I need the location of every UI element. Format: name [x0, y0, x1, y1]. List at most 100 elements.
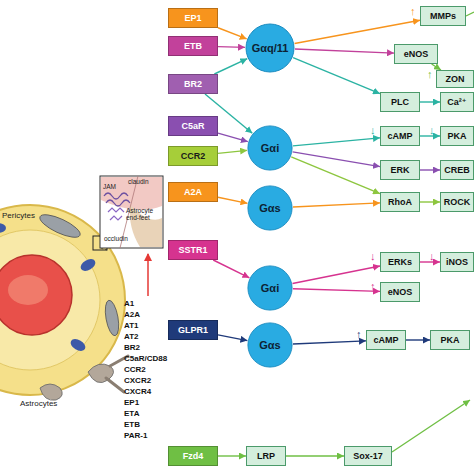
g-protein-circle: Gαi	[247, 265, 293, 311]
signal-arrow	[218, 133, 248, 142]
signal-arrow	[286, 455, 344, 456]
receptor-box: SSTR1	[168, 240, 218, 260]
node-text: PKA	[440, 336, 459, 345]
node-text: ZON	[446, 75, 465, 84]
node-text: SSTR1	[178, 246, 207, 255]
node-text: EP1	[184, 14, 201, 23]
signal-arrow	[293, 289, 380, 292]
node-text: RhoA	[388, 198, 412, 207]
receptor-box: EP1	[168, 8, 218, 28]
signal-arrow	[420, 169, 440, 170]
signal-arrow	[420, 101, 440, 102]
receptor-box: Fzd4	[168, 446, 218, 466]
node-text: Sox-17	[353, 452, 383, 461]
receptor-box: BR2	[168, 74, 218, 94]
structure-label: Pericytes	[2, 212, 35, 220]
receptor-list-item: CXCR4	[124, 388, 151, 396]
receptor-list-item: AT1	[124, 322, 139, 330]
change-arrow: ↑	[427, 69, 433, 81]
receptor-list-item: CXCR2	[124, 377, 151, 385]
effector-box: eNOS	[380, 282, 420, 302]
node-text: eNOS	[404, 50, 429, 59]
signal-arrow	[420, 201, 440, 202]
signal-arrow	[293, 341, 366, 344]
node-text: ROCK	[444, 198, 471, 207]
effector-box: PLC	[380, 92, 420, 112]
node-text: PLC	[391, 98, 409, 107]
effector-box: RhoA	[380, 192, 420, 212]
change-arrow: ↑	[370, 281, 376, 293]
signal-arrow	[218, 46, 245, 48]
receptor-box: A2A	[168, 182, 218, 202]
receptor-list-item: PAR-1	[124, 432, 147, 440]
receptor-box: C5aR	[168, 116, 218, 136]
receptor-list-item: AT2	[124, 333, 139, 341]
signal-arrow	[406, 339, 430, 340]
g-protein-circle: Gαs	[247, 322, 293, 368]
g-protein-circle: Gαq/11	[245, 23, 295, 73]
signal-arrow	[293, 58, 380, 94]
effector-box: Ca²⁺	[440, 92, 474, 112]
receptor-list-item: ETA	[124, 410, 139, 418]
node-text: MMPs	[430, 12, 456, 21]
signal-arrow	[293, 266, 380, 283]
node-text: Ca²⁺	[447, 98, 466, 107]
signal-arrow	[295, 49, 394, 53]
receptor-list-item: C5aR/CD88	[124, 355, 167, 363]
node-text: Gαi	[261, 283, 279, 294]
outgoing-line	[466, 12, 474, 16]
structure-label: Astrocytes	[20, 400, 57, 408]
structure-label: JAM	[103, 184, 116, 191]
effector-box: CREB	[440, 160, 474, 180]
node-text: BR2	[184, 80, 202, 89]
node-text: Gαi	[261, 143, 279, 154]
node-text: ERK	[390, 166, 409, 175]
effector-box: Sox-17	[344, 446, 392, 466]
node-text: cAMP	[387, 132, 412, 141]
g-protein-circle: Gαs	[247, 185, 293, 231]
effector-box: ZON	[436, 70, 474, 88]
pointer-arrow	[147, 254, 149, 296]
node-text: Gαs	[259, 203, 280, 214]
structure-label: occludin	[104, 236, 128, 243]
node-text: A2A	[184, 188, 202, 197]
node-text: Gαs	[259, 340, 280, 351]
structure-label: claudin	[128, 179, 149, 186]
receptor-list-item: EP1	[124, 399, 139, 407]
effector-box: PKA	[440, 126, 474, 146]
change-arrow: ↓	[370, 125, 376, 137]
node-text: C5aR	[181, 122, 204, 131]
change-arrow: ↓	[370, 251, 376, 263]
node-text: Fzd4	[183, 452, 204, 461]
effector-box: cAMP	[366, 330, 406, 350]
receptor-list-item: ETB	[124, 421, 140, 429]
effector-box: cAMP	[380, 126, 420, 146]
effector-box: ERK	[380, 160, 420, 180]
receptor-list-item: A1	[124, 300, 134, 308]
change-arrow: ↑	[410, 6, 416, 18]
node-text: GLPR1	[178, 326, 208, 335]
effector-box: ERKs	[380, 252, 420, 272]
signal-arrow	[295, 20, 420, 43]
node-text: ERKs	[388, 258, 412, 267]
signal-arrow	[218, 197, 247, 203]
receptor-box: ETB	[168, 36, 218, 56]
effector-box: ROCK	[440, 192, 474, 212]
signal-arrow	[213, 260, 249, 278]
junction-inset	[100, 176, 163, 248]
node-text: CREB	[444, 166, 470, 175]
node-text: LRP	[257, 452, 275, 461]
g-protein-circle: Gαi	[247, 125, 293, 171]
signal-arrow	[293, 203, 380, 207]
signal-arrow	[214, 59, 247, 74]
signal-arrow	[218, 28, 247, 39]
effector-box: eNOS	[394, 44, 438, 64]
outgoing-arrow	[392, 400, 470, 452]
receptor-box: CCR2	[168, 146, 218, 166]
change-arrow: ↓	[429, 125, 435, 137]
change-arrow: ↑	[356, 329, 362, 341]
structure-label: Astrocyte end-feet	[126, 208, 162, 222]
signal-arrow	[291, 157, 380, 194]
